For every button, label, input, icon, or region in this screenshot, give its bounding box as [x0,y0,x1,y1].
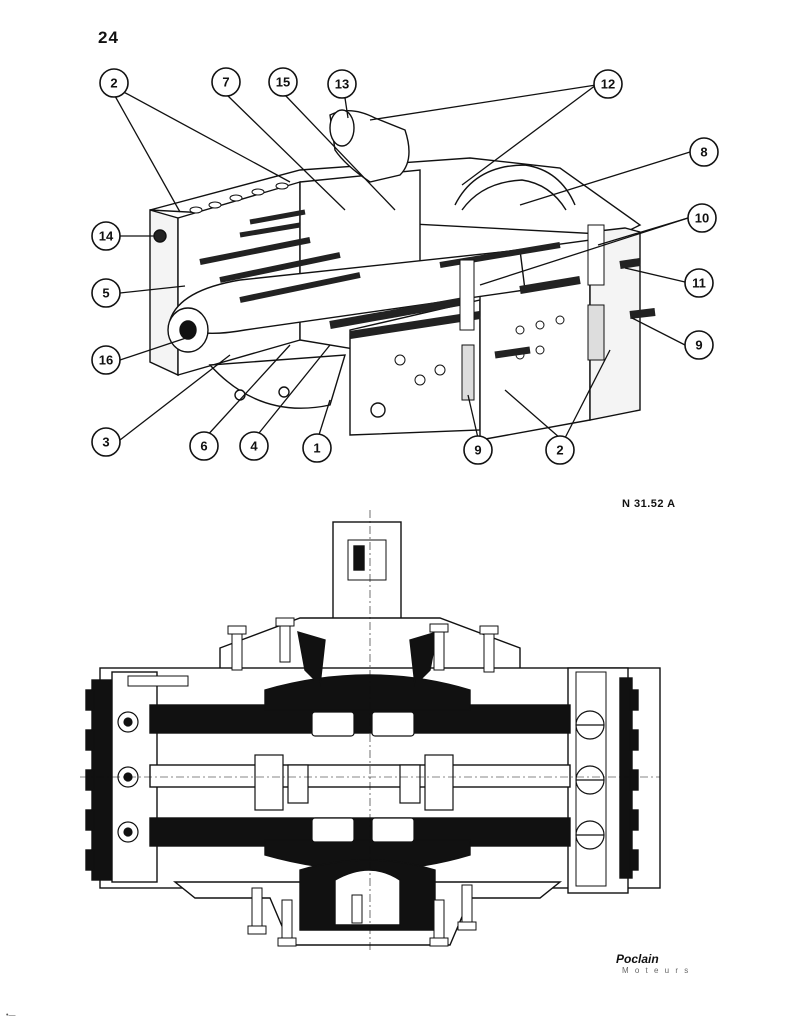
callout-2: 2 [99,68,129,98]
svg-text:10: 10 [695,211,709,226]
callout-11: 11 [684,268,714,298]
figure-code: N 31.52 A [622,498,676,510]
svg-text:4: 4 [250,439,258,454]
brand-subtitle: M o t e u r s [622,966,691,975]
svg-text:8: 8 [700,145,707,160]
svg-text:11: 11 [692,276,706,291]
callout-7: 7 [211,67,241,97]
svg-text:3: 3 [102,435,109,450]
svg-text:5: 5 [102,286,109,301]
svg-text:15: 15 [276,75,290,90]
svg-text:9: 9 [474,443,481,458]
callout-3: 3 [91,427,121,457]
svg-text:12: 12 [601,77,615,92]
svg-text:2: 2 [110,76,117,91]
callout-16: 16 [91,345,121,375]
callout-13: 13 [327,69,357,99]
brand-logo: Poclain [616,952,659,966]
svg-text:13: 13 [335,77,349,92]
callout-2-bottom: 2 [545,435,575,465]
leader-lines [114,84,691,441]
callouts: 2 7 15 13 12 8 14 10 5 11 9 16 3 6 4 1 9… [91,67,719,465]
callout-9-bottom: 9 [463,435,493,465]
svg-text:16: 16 [99,353,113,368]
callout-1: 1 [302,433,332,463]
svg-text:1: 1 [313,441,320,456]
callout-8: 8 [689,137,719,167]
callout-4: 4 [239,431,269,461]
callout-5: 5 [91,278,121,308]
callout-9-top: 9 [684,330,714,360]
callout-15: 15 [268,67,298,97]
svg-text:9: 9 [695,338,702,353]
callout-14: 14 [91,221,121,251]
svg-text:14: 14 [99,229,114,244]
svg-text:2: 2 [556,443,563,458]
section-view [80,510,661,950]
page-number: 24 [98,28,119,47]
callout-12: 12 [593,69,623,99]
perspective-view [149,109,656,441]
corner-mark: •— [6,1012,16,1019]
svg-text:7: 7 [222,75,229,90]
callout-10: 10 [687,203,717,233]
callout-6: 6 [189,431,219,461]
svg-text:6: 6 [200,439,207,454]
